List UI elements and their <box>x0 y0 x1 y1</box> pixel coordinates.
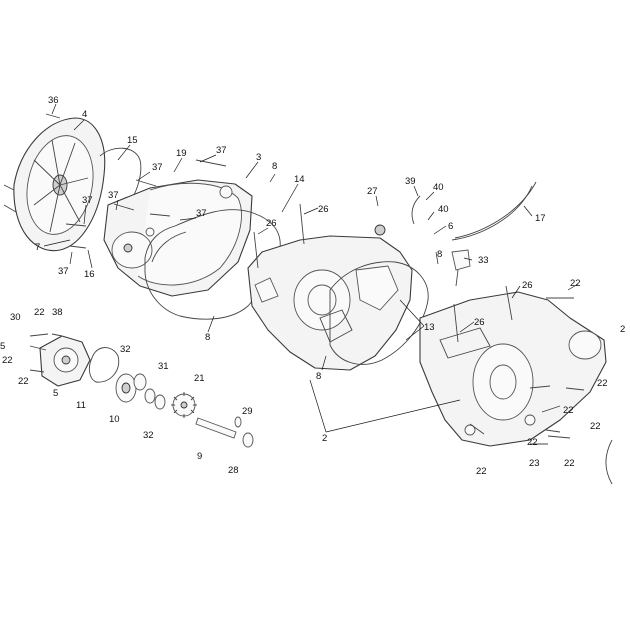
callout-14: 14 <box>294 174 305 185</box>
hose-part <box>451 181 537 241</box>
callout-37: 37 <box>82 195 93 206</box>
callout-8: 8 <box>437 249 442 260</box>
callout-3: 3 <box>256 152 261 163</box>
ignition-cover-part <box>3 117 106 252</box>
callout-22: 22 <box>590 421 601 432</box>
callout-7: 7 <box>35 242 40 253</box>
callout-37: 37 <box>58 266 69 277</box>
clutch-cover-part <box>103 179 253 297</box>
seal-lower-part <box>154 394 166 410</box>
callout-17: 17 <box>535 213 546 224</box>
callout-29: 29 <box>242 406 253 417</box>
center-gasket-part <box>329 261 429 365</box>
shaft-bearing-part <box>242 432 254 448</box>
bolts <box>29 113 585 445</box>
callout-11: 11 <box>76 400 86 411</box>
callout-16: 16 <box>84 269 95 280</box>
callout-4: 4 <box>82 109 87 120</box>
callout-8: 8 <box>205 332 210 343</box>
callout-5: 5 <box>53 388 58 399</box>
callout-28: 28 <box>228 465 239 476</box>
callout-22: 22 <box>563 405 574 416</box>
callout-36: 36 <box>48 95 59 106</box>
callout-37: 37 <box>108 190 119 201</box>
callout-26: 26 <box>266 218 277 229</box>
callout-8: 8 <box>272 161 277 172</box>
callout-8: 8 <box>316 371 321 382</box>
washer-part <box>234 416 242 428</box>
callout-22: 22 <box>2 355 13 366</box>
callout-5: 5 <box>0 341 5 352</box>
callout-6: 6 <box>448 221 453 232</box>
callout-26: 26 <box>474 317 485 328</box>
callout-23: 23 <box>529 458 540 469</box>
clip-part <box>411 195 421 225</box>
breather-fitting-part <box>451 249 471 287</box>
water-pump-cover-part <box>39 335 91 387</box>
callout-22: 22 <box>476 466 487 477</box>
callout-26: 26 <box>318 204 329 215</box>
callout-15: 15 <box>127 135 138 146</box>
callout-22: 22 <box>527 437 538 448</box>
impeller-part <box>115 373 137 403</box>
callout-19: 19 <box>176 148 187 159</box>
callout-2: 2 <box>620 324 625 335</box>
callout-22: 22 <box>18 376 29 387</box>
right-cover-o-ring-part <box>605 439 613 485</box>
callout-37: 37 <box>152 162 163 173</box>
leader-lines <box>43 103 579 433</box>
callout-22: 22 <box>564 458 575 469</box>
callout-30: 30 <box>10 312 21 323</box>
callout-9: 9 <box>197 451 202 462</box>
callout-26: 26 <box>522 280 533 291</box>
callout-37: 37 <box>216 145 227 156</box>
callout-22: 22 <box>570 278 581 289</box>
callout-32: 32 <box>120 344 131 355</box>
callout-22: 22 <box>597 378 608 389</box>
pump-shaft-part <box>195 417 237 439</box>
bearing-part <box>144 388 156 404</box>
callout-40: 40 <box>438 204 449 215</box>
callout-33: 33 <box>478 255 489 266</box>
callout-40: 40 <box>433 182 444 193</box>
callout-38: 38 <box>52 307 63 318</box>
callout-37: 37 <box>196 208 207 219</box>
callouts: 36 4 15 19 37 3 8 37 14 26 37 37 37 26 7… <box>0 95 625 477</box>
right-crankcase-part <box>419 291 607 447</box>
callout-22: 22 <box>34 307 45 318</box>
callout-10: 10 <box>109 414 120 425</box>
callout-31: 31 <box>158 361 169 372</box>
seal-upper-part <box>133 373 147 391</box>
callout-21: 21 <box>194 373 205 384</box>
pump-gear-part <box>171 392 197 418</box>
pump-o-ring-part <box>88 347 120 383</box>
callout-2: 2 <box>322 433 327 444</box>
callout-32: 32 <box>143 430 154 441</box>
callout-13: 13 <box>424 322 435 333</box>
callout-27: 27 <box>367 186 378 197</box>
callout-39: 39 <box>405 176 416 187</box>
